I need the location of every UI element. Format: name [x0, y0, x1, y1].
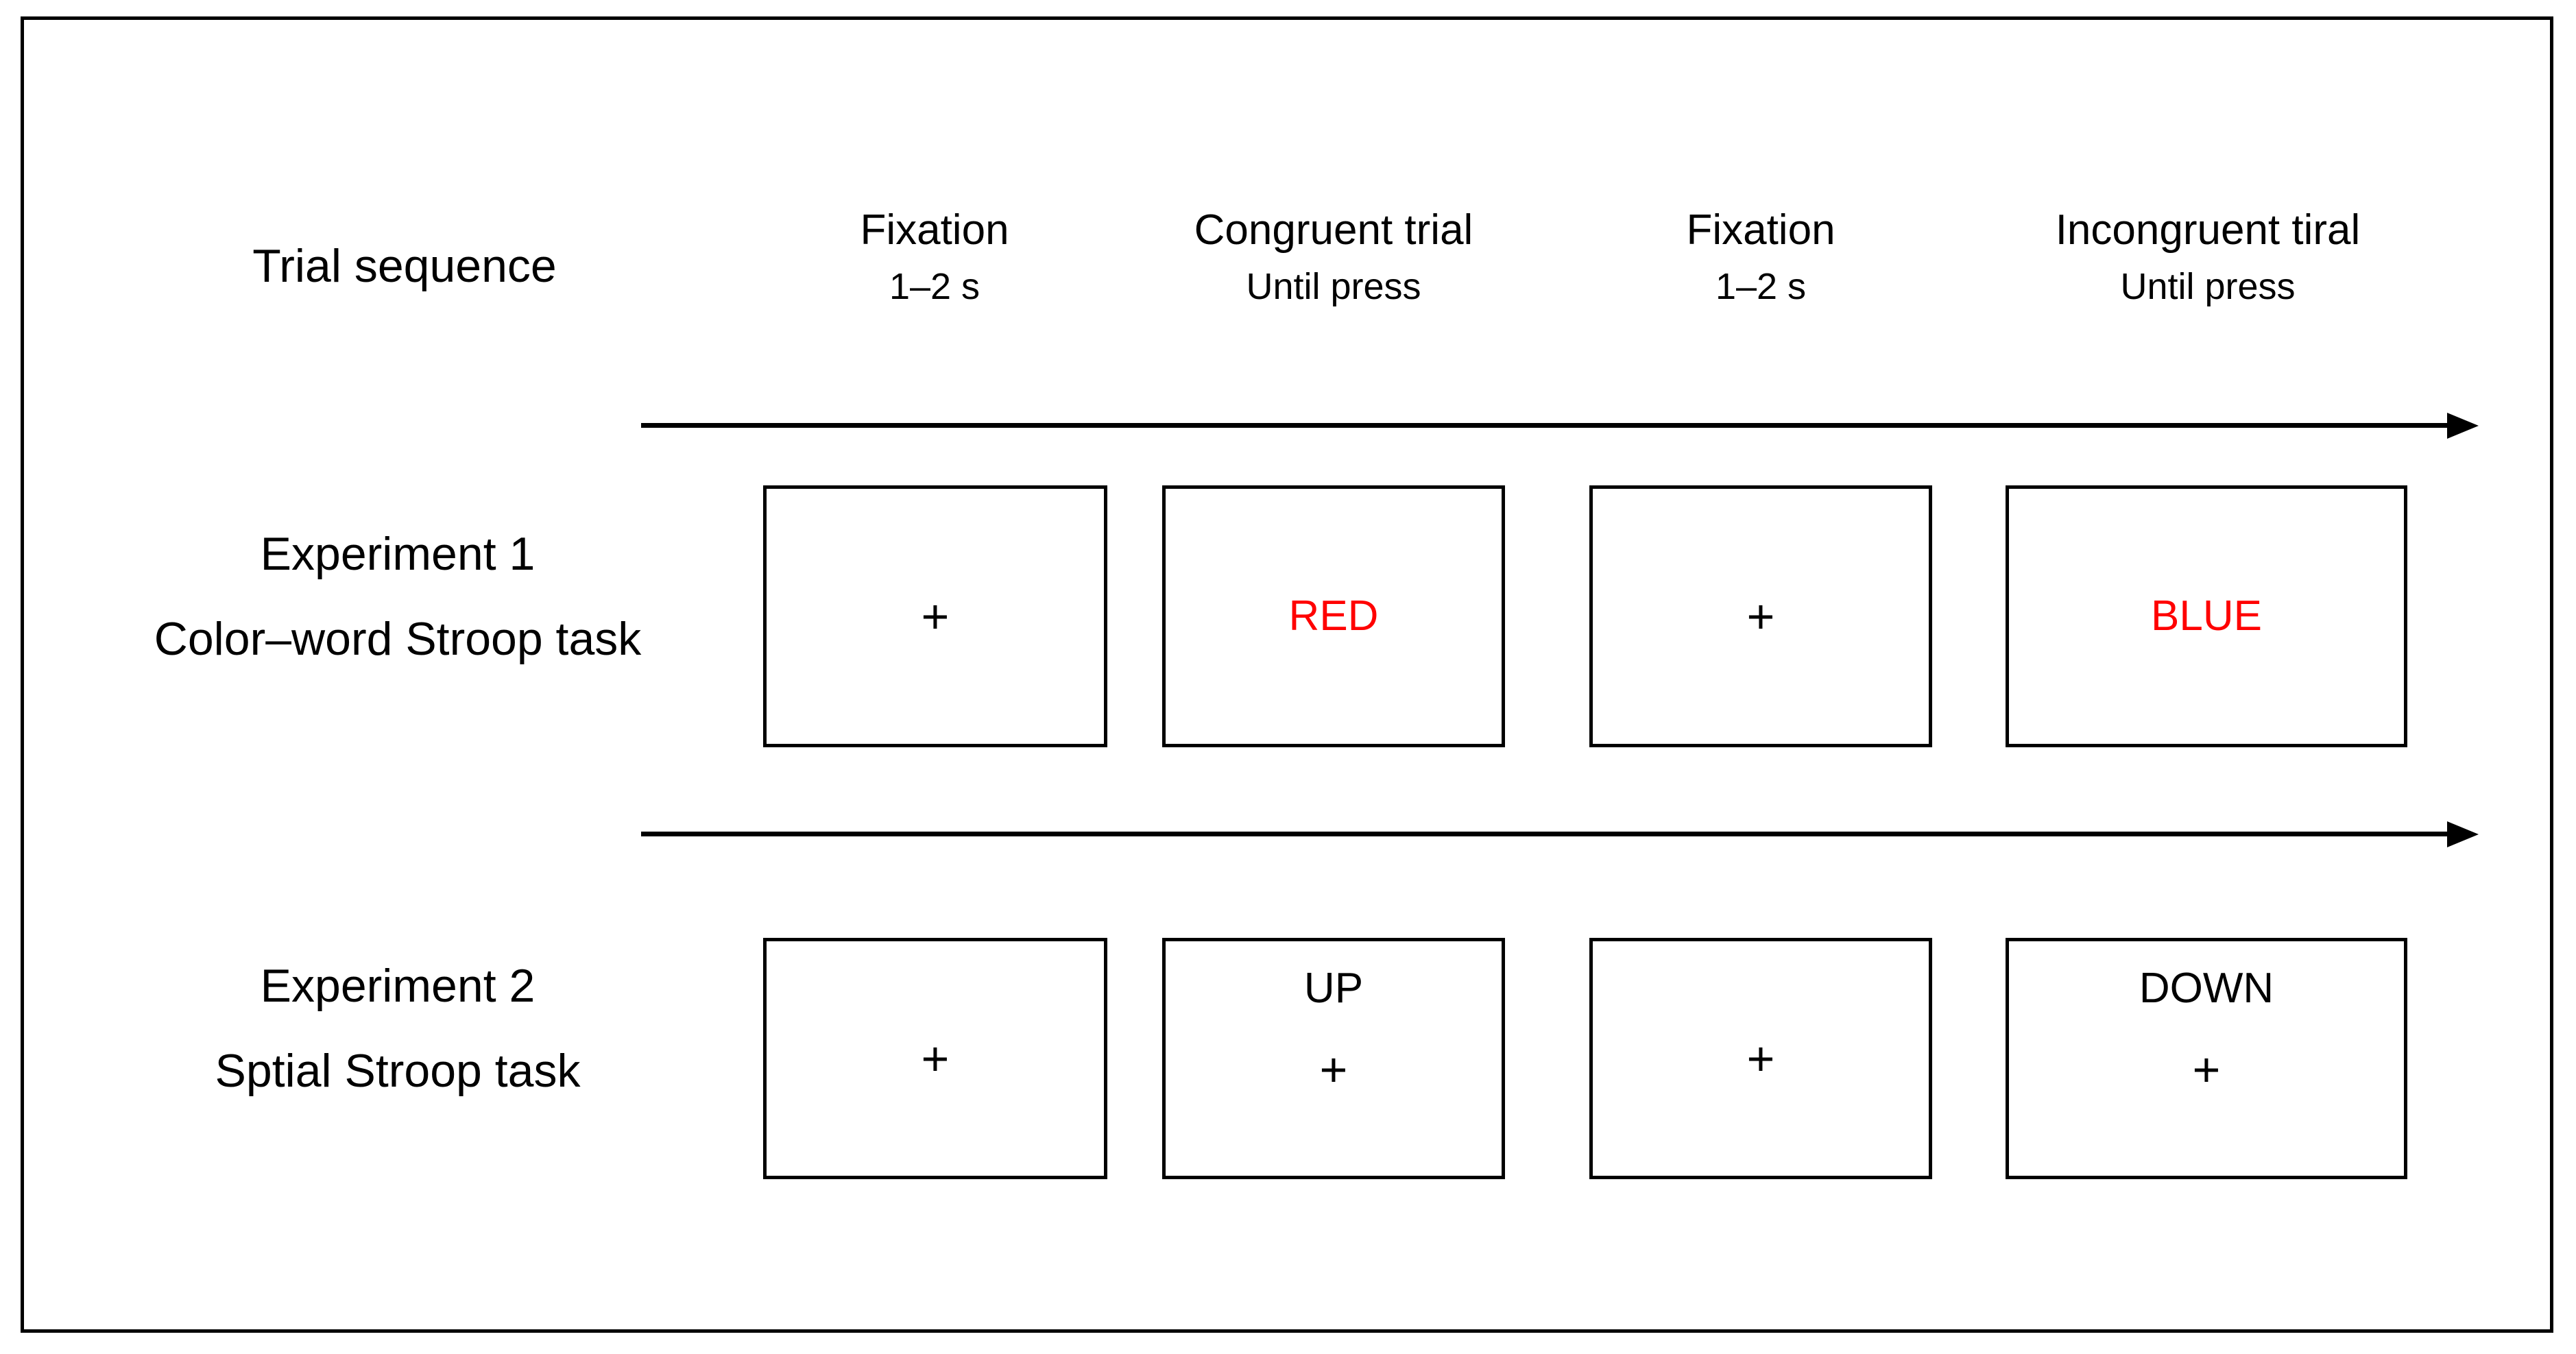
- arrow-head: [2447, 821, 2479, 847]
- stimulus-box-exp1-fixation-2: +: [1589, 485, 1932, 747]
- experiment-1-label: Experiment 1 Color–word Stroop task: [41, 528, 754, 665]
- stimulus-box-exp2-fixation-2: +: [1589, 938, 1932, 1179]
- time-arrow-icon-experiment-2: [641, 820, 2479, 847]
- figure-border: [21, 16, 2553, 1333]
- stimulus-box-exp1-congruent: RED: [1162, 485, 1505, 747]
- stimulus-box-exp2-fixation-1: +: [763, 938, 1107, 1179]
- spatial-stimulus: +: [1593, 941, 1929, 1176]
- stimulus-box-exp1-fixation-1: +: [763, 485, 1107, 747]
- spatial-word-up: UP: [1303, 965, 1364, 1012]
- experiment-2-title: Experiment 2: [260, 960, 535, 1012]
- time-arrow-icon-experiment-1: [641, 411, 2479, 439]
- fixation-cross: +: [1746, 1032, 1775, 1085]
- column-duration: Until press: [2120, 266, 2296, 308]
- spatial-stimulus: +: [767, 941, 1104, 1176]
- spatial-stimulus: DOWN +: [2009, 965, 2404, 1096]
- column-header-fixation-2: Fixation 1–2 s: [1589, 206, 1932, 308]
- column-duration: 1–2 s: [889, 266, 980, 308]
- arrow-shaft: [641, 423, 2448, 428]
- arrow-shaft: [641, 832, 2448, 836]
- stimulus-box-exp2-congruent: UP +: [1162, 938, 1505, 1179]
- column-header-incongruent-trial: Incongruent tiral Until press: [2006, 206, 2410, 308]
- stimulus-word-red: RED: [1288, 592, 1379, 640]
- stimulus-box-exp1-incongruent: BLUE: [2006, 485, 2407, 747]
- fixation-cross: +: [1746, 590, 1775, 643]
- fixation-cross: +: [921, 590, 950, 643]
- spatial-word-down: DOWN: [2139, 965, 2274, 1012]
- experiment-1-title: Experiment 1: [260, 528, 535, 580]
- spatial-stimulus: UP +: [1166, 965, 1502, 1096]
- column-title: Fixation: [860, 206, 1009, 254]
- column-header-fixation-1: Fixation 1–2 s: [763, 206, 1106, 308]
- column-title: Fixation: [1686, 206, 1835, 254]
- fixation-cross: +: [2192, 1043, 2221, 1096]
- column-title: Congruent trial: [1194, 206, 1473, 254]
- stimulus-word-blue-in-red: BLUE: [2151, 592, 2262, 640]
- trial-sequence-label: Trial sequence: [96, 240, 713, 292]
- trial-sequence-text: Trial sequence: [252, 240, 557, 292]
- column-duration: 1–2 s: [1715, 266, 1807, 308]
- column-duration: Until press: [1246, 266, 1421, 308]
- experiment-1-subtitle: Color–word Stroop task: [154, 613, 642, 666]
- column-header-congruent-trial: Congruent trial Until press: [1162, 206, 1505, 308]
- column-title: Incongruent tiral: [2055, 206, 2361, 254]
- experiment-2-subtitle: Sptial Stroop task: [215, 1045, 581, 1098]
- experiment-2-label: Experiment 2 Sptial Stroop task: [41, 960, 754, 1097]
- arrow-head: [2447, 413, 2479, 439]
- fixation-cross: +: [921, 1032, 950, 1085]
- stimulus-box-exp2-incongruent: DOWN +: [2006, 938, 2407, 1179]
- fixation-cross: +: [1319, 1043, 1348, 1096]
